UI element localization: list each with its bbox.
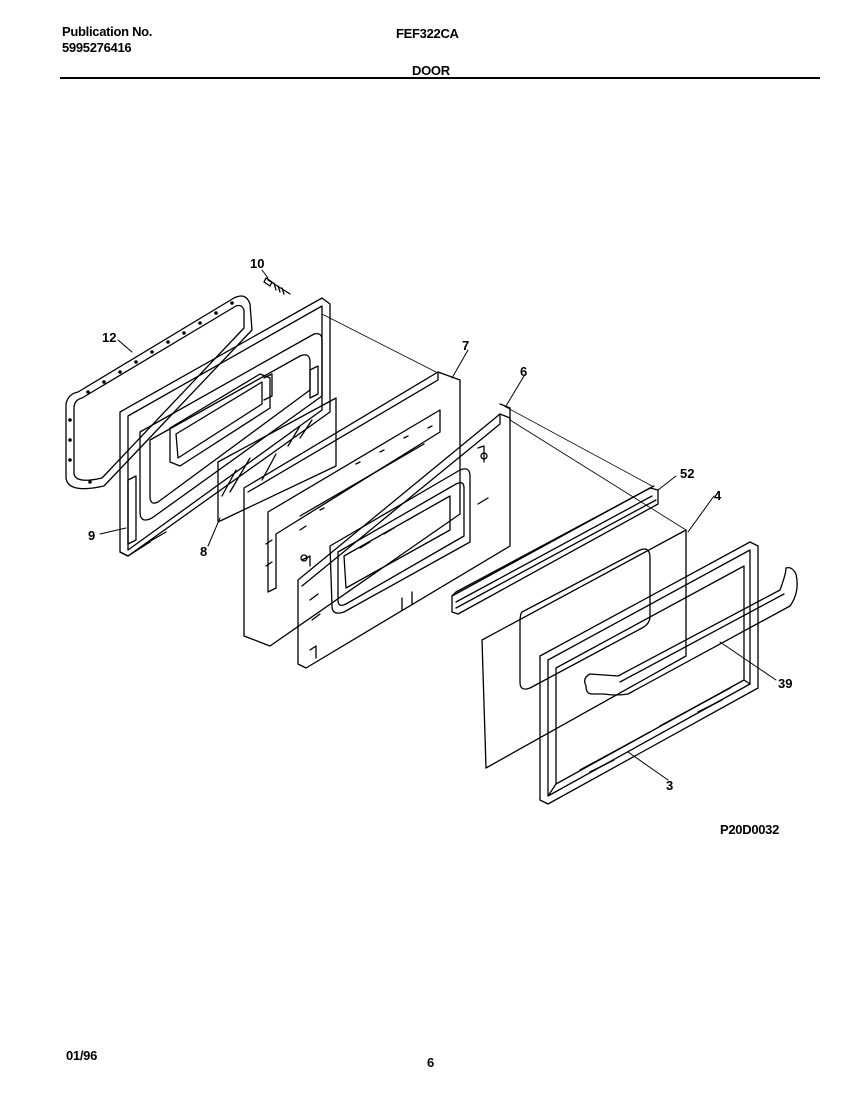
part-door-frame bbox=[297, 403, 511, 669]
footer-date: 01/96 bbox=[66, 1048, 98, 1063]
header-rule bbox=[60, 77, 820, 79]
publication-number: 5995276416 bbox=[62, 40, 132, 55]
callout-6: 6 bbox=[520, 364, 527, 379]
page-number: 6 bbox=[427, 1055, 434, 1070]
part-insulation bbox=[243, 371, 461, 647]
model-number: FEF322CA bbox=[396, 26, 459, 41]
diagram-code: P20D0032 bbox=[720, 822, 780, 837]
part-vent-strip bbox=[451, 485, 659, 615]
part-door-handle bbox=[584, 566, 798, 696]
part-door-liner bbox=[119, 297, 331, 557]
callout-7: 7 bbox=[462, 338, 469, 353]
part-outer-panel bbox=[539, 541, 759, 805]
callout-52: 52 bbox=[680, 466, 694, 481]
leader-lines bbox=[99, 269, 777, 781]
callout-8: 8 bbox=[200, 544, 207, 559]
callout-12: 12 bbox=[102, 330, 116, 345]
part-screw bbox=[263, 277, 291, 295]
part-gasket bbox=[65, 295, 253, 490]
alignment-lines bbox=[321, 313, 687, 531]
part-outer-glass bbox=[481, 529, 687, 769]
callout-39: 39 bbox=[778, 676, 792, 691]
part-window-glass bbox=[217, 397, 337, 523]
publication-label: Publication No. bbox=[62, 24, 153, 39]
callout-9: 9 bbox=[88, 528, 95, 543]
section-title: DOOR bbox=[412, 63, 450, 78]
callout-3: 3 bbox=[666, 778, 673, 793]
callout-10: 10 bbox=[250, 256, 264, 271]
callout-4: 4 bbox=[714, 488, 722, 503]
